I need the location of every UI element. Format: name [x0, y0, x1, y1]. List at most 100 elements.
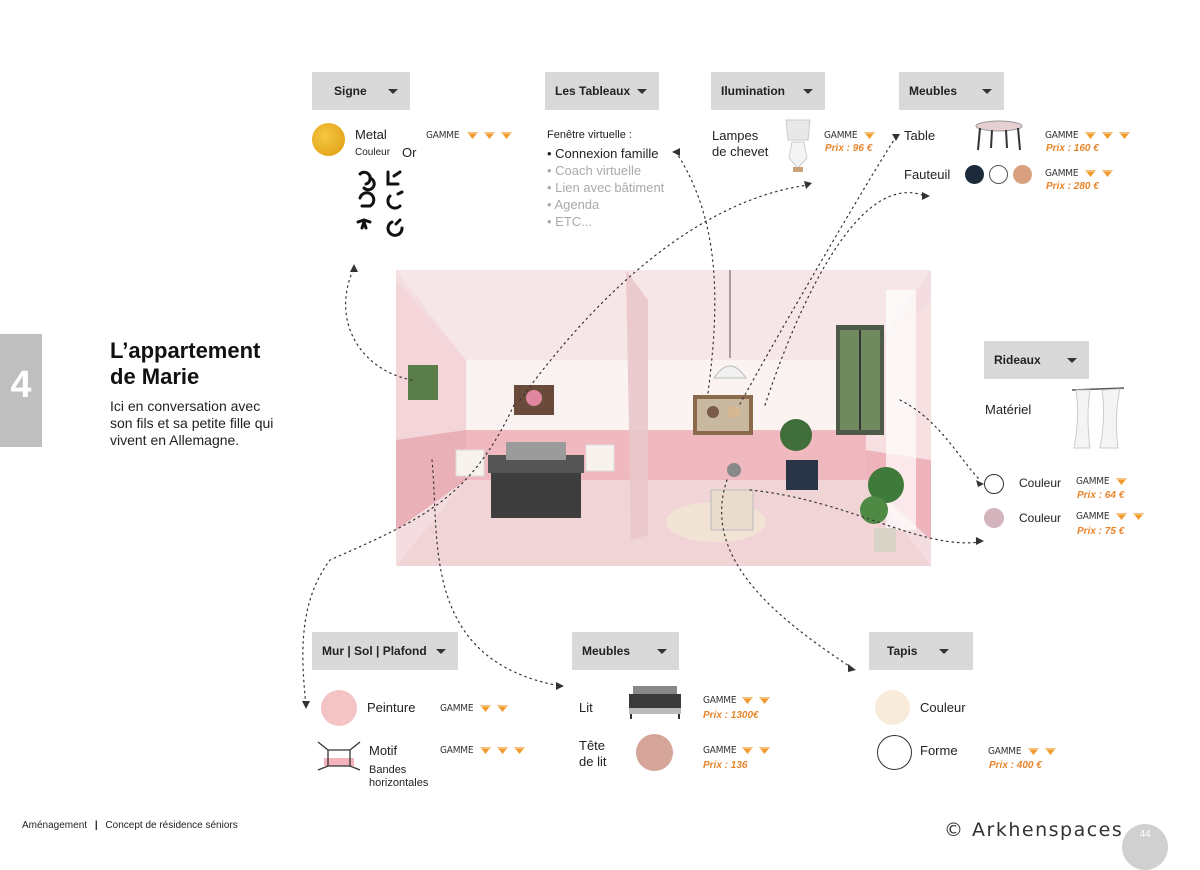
gem-icon — [514, 747, 525, 754]
tapis-forme-label: Forme — [920, 743, 958, 758]
peinture-gamme-rating — [479, 704, 509, 713]
tapis-forme-swatch[interactable] — [877, 735, 912, 770]
rideaux-option2-label: Couleur — [1019, 511, 1062, 525]
chevron-down-icon — [657, 649, 667, 654]
mur-dropdown[interactable]: Mur | Sol | Plafond — [312, 632, 458, 670]
gem-icon — [480, 705, 491, 712]
rideaux-dropdown-label: Rideaux — [994, 353, 1041, 367]
signe-dropdown[interactable]: Signe — [312, 72, 410, 110]
tapis-dropdown-label: Tapis — [887, 644, 918, 658]
mur-dropdown-label: Mur | Sol | Plafond — [322, 644, 427, 658]
gem-icon — [1085, 170, 1096, 177]
motif-sub-line1: Bandes — [369, 764, 407, 776]
fauteuil-price: Prix : 280 € — [1046, 181, 1099, 192]
signe-material: Metal — [355, 127, 387, 142]
gem-icon — [501, 132, 512, 139]
chevron-down-icon — [388, 89, 398, 94]
gem-icon — [1119, 132, 1130, 139]
gem-icon — [1116, 513, 1127, 520]
rideaux-option1-gamme-label: GAMME — [1076, 476, 1110, 487]
rideaux-color-mauve[interactable] — [984, 508, 1004, 528]
meubles-bottom-dropdown-label: Meubles — [582, 644, 631, 658]
gem-icon — [759, 697, 770, 704]
signe-gamme-rating — [466, 131, 513, 140]
rideaux-materiel-label: Matériel — [985, 402, 1032, 417]
motif-stripes-icon — [317, 741, 361, 771]
tableaux-item-lien: • Lien avec bâtiment — [547, 180, 665, 195]
tapis-gamme-rating — [1027, 747, 1057, 756]
gem-icon — [1102, 170, 1113, 177]
rideaux-option1-label: Couleur — [1019, 476, 1062, 490]
motif-label: Motif — [369, 743, 398, 758]
table-gamme-label: GAMME — [1045, 130, 1079, 141]
brand-logo: © Arkhenspaces — [944, 819, 1124, 841]
illumination-gamme-rating — [863, 131, 876, 140]
table-image — [975, 120, 1023, 151]
intro-desc-line1: Ici en conversation avec — [110, 398, 261, 414]
footer-breadcrumb: Aménagement | Concept de résidence sénio… — [22, 820, 238, 831]
gem-icon — [484, 132, 495, 139]
gem-icon — [1116, 478, 1127, 485]
meubles-top-dropdown[interactable]: Meubles — [899, 72, 1004, 110]
rideaux-dropdown[interactable]: Rideaux — [984, 341, 1089, 379]
rideaux-option2-gamme-label: GAMME — [1076, 511, 1110, 522]
chapter-number: 4 — [10, 364, 32, 406]
gem-icon — [759, 747, 770, 754]
tableaux-item-connexion: • Connexion famille — [547, 146, 659, 161]
tapis-couleur-label: Couleur — [920, 700, 966, 715]
gem-icon — [1085, 132, 1096, 139]
rideaux-color-white[interactable] — [984, 474, 1004, 494]
motif-sub: Bandes horizontales — [369, 764, 428, 790]
illumination-price: Prix : 96 € — [825, 143, 873, 154]
table-label: Table — [904, 128, 936, 143]
illumination-dropdown[interactable]: Ilumination — [711, 72, 825, 110]
rideaux-option1-price: Prix : 64 € — [1077, 490, 1125, 501]
gem-icon — [864, 132, 875, 139]
tapis-dropdown[interactable]: Tapis — [869, 632, 973, 670]
tapis-gamme-label: GAMME — [988, 746, 1022, 757]
tapis-price: Prix : 400 € — [989, 760, 1042, 771]
lamp-label-line2: de chevet — [712, 144, 769, 159]
motif-sub-line2: horizontales — [369, 777, 429, 789]
fauteuil-gamme-rating — [1084, 169, 1114, 178]
lit-gamme-label: GAMME — [703, 695, 737, 706]
gem-icon — [467, 132, 478, 139]
fauteuil-color-white[interactable] — [989, 165, 1008, 184]
tableaux-dropdown[interactable]: Les Tableaux — [545, 72, 659, 110]
chapter-tab: 4 — [0, 334, 42, 447]
intro-title: L’appartement de Marie — [110, 338, 260, 390]
tete-swatch[interactable] — [636, 734, 673, 771]
signe-gamme-label: GAMME — [426, 130, 460, 141]
gem-icon — [742, 697, 753, 704]
gem-icon — [1133, 513, 1144, 520]
rideaux-option1-gamme-rating — [1115, 477, 1128, 486]
tete-gamme-label: GAMME — [703, 745, 737, 756]
fauteuil-color-navy[interactable] — [965, 165, 984, 184]
gem-icon — [480, 747, 491, 754]
meubles-bottom-dropdown[interactable]: Meubles — [572, 632, 679, 670]
page-number: 44 — [1139, 829, 1151, 840]
fauteuil-gamme-label: GAMME — [1045, 168, 1079, 179]
lamp-label: Lampes de chevet — [712, 128, 768, 160]
tapis-color-swatch[interactable] — [875, 690, 910, 725]
gem-icon — [497, 705, 508, 712]
intro-title-line2: de Marie — [110, 364, 200, 389]
chevron-down-icon — [939, 649, 949, 654]
intro-desc-line2: son fils et sa petite fille qui — [110, 415, 274, 431]
motif-gamme-label: GAMME — [440, 745, 474, 756]
table-price: Prix : 160 € — [1046, 143, 1099, 154]
fauteuil-color-tan[interactable] — [1013, 165, 1032, 184]
lamp-label-line1: Lampes — [712, 128, 759, 143]
chevron-down-icon — [436, 649, 446, 654]
lit-price: Prix : 1300€ — [703, 710, 759, 721]
tete-label-line2: de lit — [579, 754, 607, 769]
intro-title-line1: L’appartement — [110, 338, 261, 363]
chevron-down-icon — [803, 89, 813, 94]
illumination-dropdown-label: Ilumination — [721, 84, 785, 98]
peinture-swatch[interactable] — [321, 690, 357, 726]
room-illustration — [396, 270, 931, 566]
signe-couleur-label: Couleur — [355, 147, 391, 158]
connector-lines — [302, 134, 984, 709]
meubles-top-dropdown-label: Meubles — [909, 84, 958, 98]
curtain-image — [1071, 387, 1125, 449]
